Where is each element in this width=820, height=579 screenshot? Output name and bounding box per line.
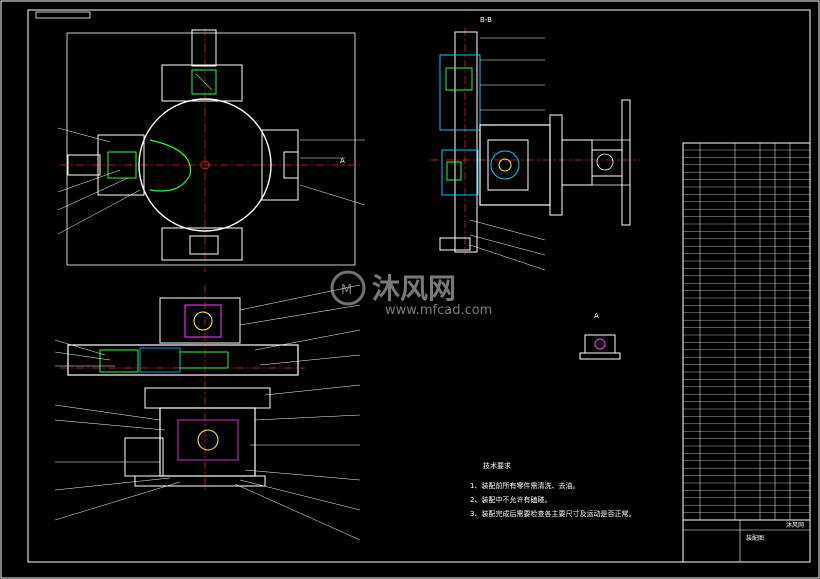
center-mark	[200, 160, 210, 170]
horizontal-arm	[67, 344, 299, 376]
parts-list-frame	[682, 142, 811, 563]
section-view-bb: B-B	[430, 16, 640, 271]
watermark: M 沐风网 www.mfcad.com	[330, 270, 492, 318]
top-block	[159, 297, 241, 344]
view-a-label: A	[594, 312, 599, 320]
leader-fr-1	[239, 284, 361, 311]
leader-fr-4	[259, 354, 361, 366]
motor-shaft-end	[596, 153, 614, 171]
bearing	[490, 150, 520, 180]
shaft	[498, 158, 512, 172]
foot-plate	[134, 475, 266, 487]
arm-top	[161, 64, 243, 102]
leader-bb-5	[469, 219, 546, 241]
view-arrow-letter: A	[340, 157, 345, 165]
watermark-brand: 沐风网	[372, 272, 456, 305]
gearbox-inner	[487, 139, 529, 191]
notes-heading: 技术要求	[483, 461, 511, 470]
title-block-drawing-name: 装配图	[746, 534, 764, 542]
title-block	[682, 519, 811, 563]
leader-f-4	[54, 404, 161, 421]
leader-f-5	[54, 419, 166, 431]
leader-fr-3	[254, 329, 361, 351]
view-a-bracket	[584, 334, 616, 354]
base-plate	[144, 387, 271, 409]
mid-housing	[441, 149, 479, 196]
leader-bb-7	[469, 244, 546, 271]
handwheel	[621, 99, 631, 226]
view-a-hole	[594, 338, 606, 350]
watermark-logo	[330, 270, 366, 306]
arm-left-slide	[67, 154, 101, 176]
upper-housing	[439, 54, 481, 131]
view-a-detail: A	[579, 312, 621, 360]
leader-fr-5	[264, 384, 361, 396]
top-gripper	[184, 304, 222, 338]
leader-fr-6	[254, 414, 361, 421]
arm-bottom	[161, 227, 243, 261]
left-gripper	[99, 349, 139, 373]
turntable-disc	[138, 98, 272, 232]
gripper-top-hatch	[195, 73, 213, 91]
leader-bb-6	[469, 234, 546, 256]
leader-2	[57, 169, 121, 193]
leader-3	[57, 177, 129, 211]
parts-rows	[683, 149, 810, 521]
leader-right-2	[299, 184, 366, 206]
title-block-company: 沐风网	[786, 521, 804, 529]
mid-gripper	[446, 161, 462, 181]
note-item-3: 3、装配完成后需要检查各主要尺寸及运动是否正常。	[470, 509, 635, 518]
gripper-left	[107, 151, 137, 179]
hatch-section-left	[139, 347, 181, 373]
gearbox-housing	[159, 407, 256, 477]
leader-fr-9	[239, 479, 361, 511]
leader-fr-10	[234, 483, 361, 541]
view-a-base	[579, 352, 621, 360]
corner-stamp	[35, 11, 91, 19]
note-item-1: 1、装配前所有零件需清洗、去油。	[470, 481, 579, 490]
arm-left	[97, 134, 145, 196]
side-housing	[124, 437, 164, 477]
leader-fr-8	[244, 469, 361, 481]
leader-4	[57, 189, 141, 235]
motor-adapter	[561, 139, 593, 186]
leader-f-2	[54, 351, 111, 361]
front-section-view	[54, 284, 361, 541]
worm-shaft	[197, 429, 219, 451]
gripper-left-jaw	[149, 139, 192, 192]
worm-gear	[177, 419, 239, 461]
plan-view-frame	[66, 32, 356, 266]
parts-list: 装配图 沐风网	[682, 142, 811, 563]
leader-fr-2	[239, 304, 361, 326]
column-body	[454, 31, 478, 253]
leader-1	[57, 127, 111, 143]
watermark-logo-letter: M	[341, 283, 352, 298]
flange	[549, 114, 563, 216]
arm-right-block	[283, 151, 299, 179]
top-gripper-pin	[193, 311, 213, 331]
plan-view: A	[57, 28, 366, 272]
watermark-url: www.mfcad.com	[385, 303, 492, 318]
leader-f-8	[54, 481, 181, 521]
leader-f-1	[54, 339, 106, 356]
technical-notes: 技术要求 1、装配前所有零件需清洗、去油。 2、装配中不允许有磕碰。 3、装配完…	[470, 461, 635, 518]
column-foot	[439, 237, 471, 251]
arm-top-slide	[191, 29, 217, 67]
center-gear	[179, 351, 229, 369]
gripper-top	[191, 69, 217, 95]
note-item-2: 2、装配中不允许有磕碰。	[470, 495, 551, 504]
leader-f-7	[54, 477, 171, 491]
upper-gripper	[445, 67, 473, 91]
arm-bottom-block	[189, 235, 219, 255]
section-label: B-B	[480, 16, 492, 24]
